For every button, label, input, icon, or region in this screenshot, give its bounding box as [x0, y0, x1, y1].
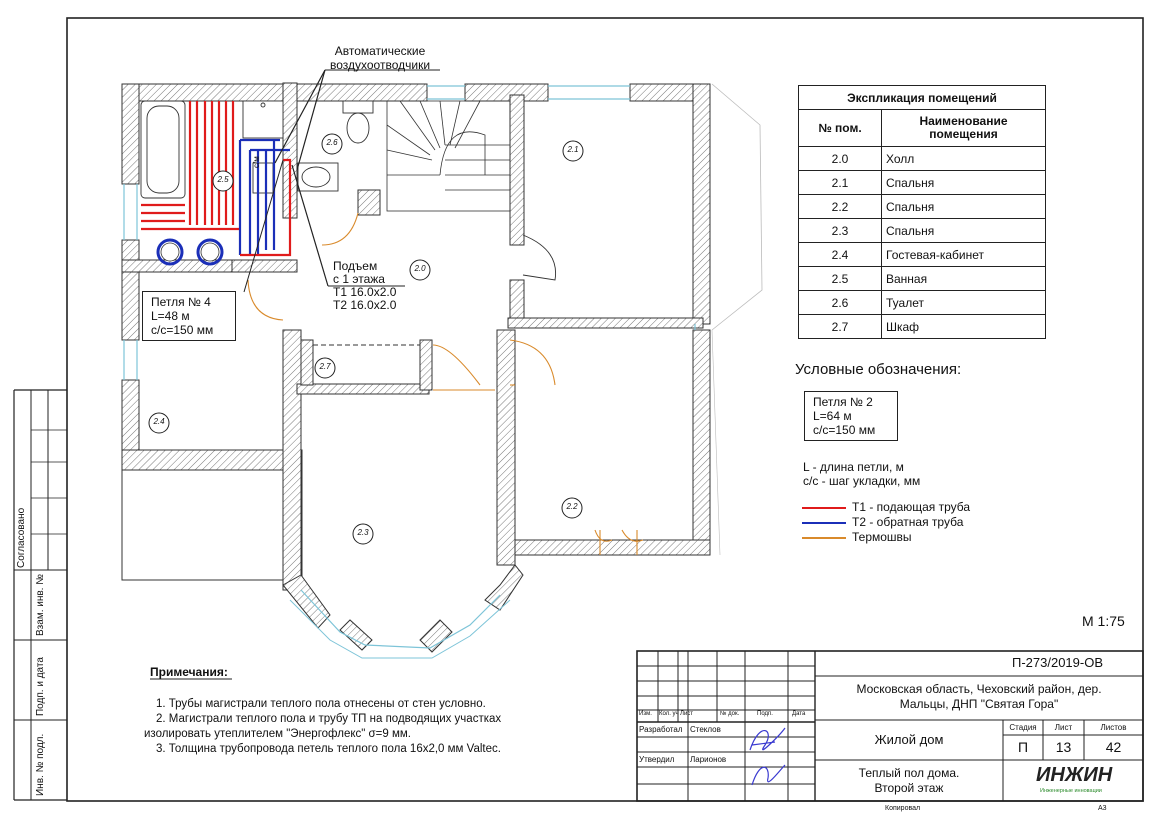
sheet-frame [66, 17, 1144, 802]
loop4-label: Петля № 4 L=48 м с/с=150 мм [142, 291, 236, 341]
document-code: П-273/2019-ОВ [1012, 655, 1104, 670]
room-mark-2-2: 2.2 [566, 502, 578, 511]
note-item-3: 3. Толщина трубопровода петель теплого п… [156, 743, 501, 755]
legend-thermo-line [802, 537, 846, 539]
note-item-1: 1. Трубы магистрали теплого пола отнесен… [156, 698, 486, 710]
tb-utverdil: Утвердил [639, 755, 675, 764]
air-vents-annotation: Автоматические воздухоотводчики [330, 44, 431, 72]
room-mark-2-3: 2.3 [357, 528, 369, 537]
room-mark-2-7: 2.7 [319, 362, 331, 371]
legend-t1-label: Т1 - подающая труба [852, 500, 971, 514]
company-logo: ИНЖИН [1036, 764, 1113, 786]
company-logo-subtitle: Инженерные инновации [1040, 788, 1102, 794]
project-address: Московская область, Чеховский район, дер… [856, 682, 1102, 711]
side-stamp-vzam: Взам. инв. № [35, 574, 46, 636]
tb-sheets-label: Листов [1100, 723, 1127, 732]
explication-table: Экспликация помещений № пом. Наименовани… [798, 85, 1046, 339]
tb-stage: П [1017, 739, 1029, 755]
room-mark-2-6: 2.6 [326, 138, 338, 147]
tb-sheet-label: Лист [1054, 723, 1073, 732]
legend-t2-label: Т2 - обратная труба [852, 515, 964, 529]
tb-utverdil-name: Ларионов [690, 755, 727, 764]
tb-col-list: Лист [680, 711, 694, 717]
title-block-grid [636, 650, 1144, 802]
note-item-2-cont: изолировать утеплителем "Энергофлекс" σ=… [144, 728, 411, 740]
room-mark-2-0: 2.0 [414, 264, 426, 273]
legend-title: Условные обозначения: [795, 361, 962, 378]
thermo-seams [247, 212, 644, 555]
room-mark-2-5: 2.5 [217, 175, 229, 184]
legend-notes: L - длина петли, м с/с - шаг укладки, мм [803, 460, 921, 488]
tb-razrabotal: Разработал [639, 725, 683, 734]
explication-col-num: № пом. [798, 109, 882, 147]
sheet-title: Теплый пол дома. Второй этаж [858, 766, 960, 795]
side-stamp-podp-data: Подп. и дата [35, 657, 46, 716]
copied-label: Копировал [885, 805, 921, 812]
tb-sheets: 42 [1105, 739, 1122, 755]
notes-list: 1. Трубы магистрали теплого пола отнесен… [144, 697, 502, 757]
room-mark-2-1: 2.1 [567, 145, 579, 154]
object-name: Жилой дом [874, 732, 944, 747]
bathroom-heating-loop [141, 101, 292, 257]
format-label: А3 [1098, 805, 1107, 812]
tb-stage-label: Стадия [1009, 723, 1037, 732]
legend-t2-line [802, 522, 846, 524]
washing-machine-mark: с/м [252, 156, 261, 168]
note-item-2: 2. Магистрали теплого пола и трубу ТП на… [156, 713, 502, 725]
tb-col-kol: Кол. уч [659, 711, 679, 717]
side-stamp-soglasovano: Согласовано [16, 507, 27, 568]
legend-loop-example: Петля № 2 L=64 м с/с=150 мм [804, 391, 898, 441]
tb-col-podp: Подп. [757, 711, 773, 717]
notes-title: Примечания: [150, 665, 228, 679]
tb-razrabotal-name: Стеклов [690, 725, 721, 734]
scale-label: М 1:75 [1082, 613, 1125, 629]
room-mark-circles [148, 133, 584, 545]
riser-annotation: Подъем с 1 этажа Т1 16.0x2.0 Т2 16.0x2.0 [333, 259, 397, 312]
tb-sheet: 13 [1055, 739, 1072, 755]
room-mark-2-4: 2.4 [153, 417, 165, 426]
tb-col-izm: Изм. [639, 711, 652, 717]
tb-col-data: Дата [792, 711, 806, 717]
walls [121, 82, 711, 591]
legend-thermo-label: Термошвы [852, 530, 912, 544]
tb-col-ndok: № док. [720, 711, 740, 717]
side-stamp-inv-podl: Инв. № подл. [35, 733, 46, 796]
legend-t1-line [802, 507, 846, 509]
explication-title: Экспликация помещений [798, 85, 1046, 110]
staircase [386, 100, 511, 212]
